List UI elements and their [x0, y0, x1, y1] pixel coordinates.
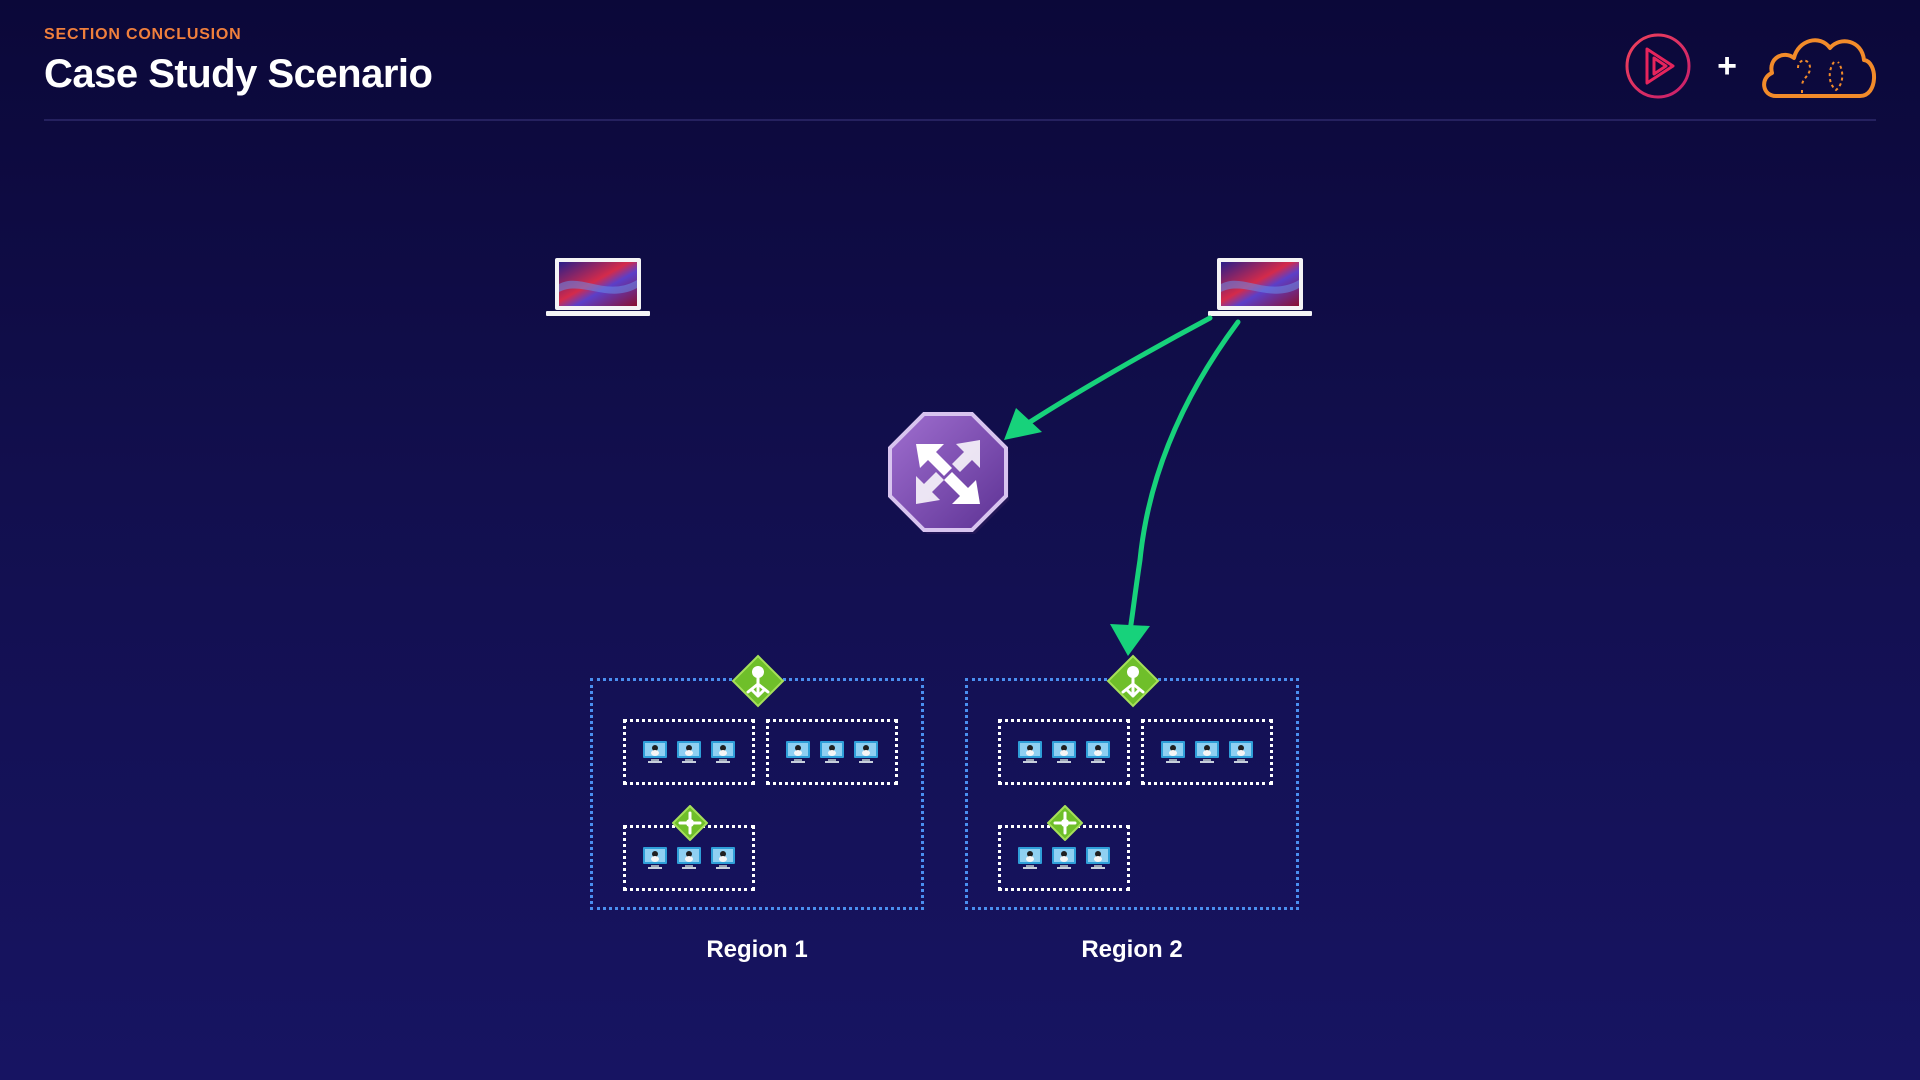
vnet-box: [1141, 719, 1273, 785]
linux-vm-icon: [1086, 741, 1110, 763]
load-balancer-icon: [731, 654, 785, 708]
linux-vm-icon: [643, 741, 667, 763]
region-2-box: [965, 678, 1299, 910]
linux-vm-icon: [1229, 741, 1253, 763]
load-balancer-icon: [672, 805, 708, 841]
vnet-box: [766, 719, 898, 785]
arrow-to-region-2: [1127, 319, 1241, 633]
linux-vm-icon: [643, 847, 667, 869]
linux-vm-icon: [786, 741, 810, 763]
linux-vm-icon: [711, 741, 735, 763]
region-1-label: Region 1: [706, 936, 808, 963]
arrow-to-front-door: [1027, 315, 1213, 425]
linux-vm-icon: [1018, 741, 1042, 763]
load-balancer-icon: [1106, 654, 1160, 708]
linux-vm-icon: [711, 847, 735, 869]
linux-vm-icon: [854, 741, 878, 763]
play-logo-icon: [1624, 32, 1692, 100]
linux-vm-icon: [1086, 847, 1110, 869]
linux-vm-icon: [677, 847, 701, 869]
linux-vm-icon: [677, 741, 701, 763]
vnet-box: [623, 719, 755, 785]
region-1-box: [590, 678, 924, 910]
cloud-logo-icon: [1758, 28, 1878, 102]
load-balancer-icon: [1047, 805, 1083, 841]
logo-plus-sign: +: [1717, 47, 1737, 85]
slide-header: SECTION CONCLUSION Case Study Scenario: [44, 26, 433, 97]
arrowhead-region-2: [1110, 624, 1150, 656]
linux-vm-icon: [1052, 741, 1076, 763]
linux-vm-icon: [1052, 847, 1076, 869]
linux-vm-icon: [820, 741, 844, 763]
section-kicker: SECTION CONCLUSION: [44, 26, 242, 43]
laptop-icon: [546, 258, 650, 318]
linux-vm-icon: [1018, 847, 1042, 869]
laptop-icon: [1208, 258, 1312, 318]
slide-title: Case Study Scenario: [44, 52, 433, 96]
region-2-label: Region 2: [1081, 936, 1183, 963]
front-door-icon: [886, 410, 1010, 534]
linux-vm-icon: [1161, 741, 1185, 763]
linux-vm-icon: [1195, 741, 1219, 763]
vnet-box: [998, 719, 1130, 785]
header-divider: [44, 119, 1876, 121]
